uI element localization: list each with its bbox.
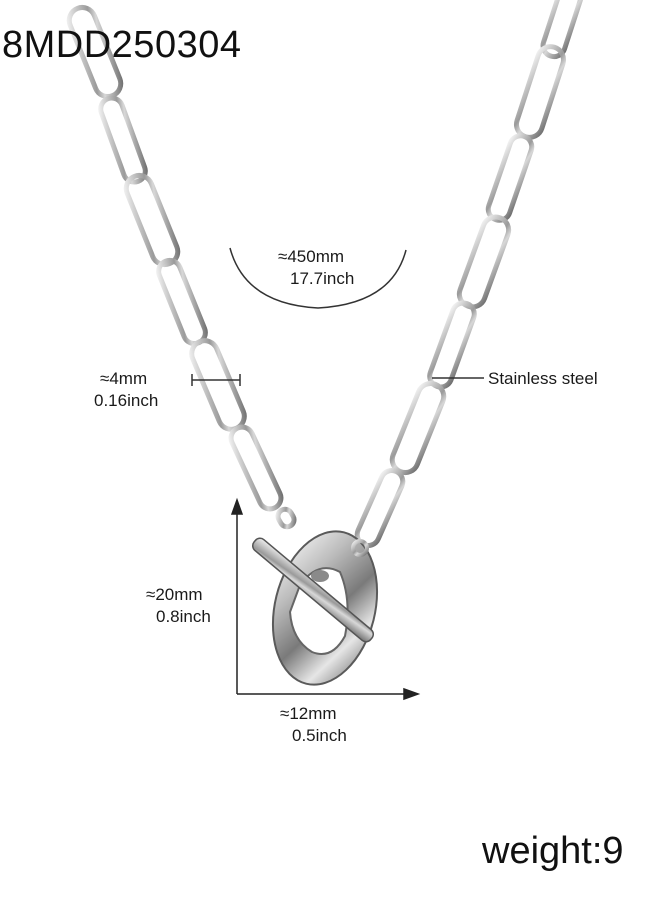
clasp-width-inch-label: 0.5inch [292,726,347,745]
chain-left [66,4,297,530]
length-mm-label: ≈450mm [278,247,345,266]
length-arc [229,247,407,309]
chain-ring [275,506,297,530]
chain-link [389,380,447,476]
chain-link [228,424,284,512]
dimension-axes [230,497,421,701]
chain-link [123,172,181,268]
chain-link [456,214,512,310]
material-label: Stainless steel [488,369,598,388]
chain-link [156,257,208,347]
chain-width-inch-label: 0.16inch [94,391,159,410]
width-marker [191,374,241,386]
chain-link [427,300,477,390]
chain-link [189,338,247,432]
chain-right [354,0,586,548]
length-inch-label: 17.7inch [290,269,355,288]
clasp-height-inch-label: 0.8inch [156,607,211,626]
weight-label: weight:9 [482,830,624,872]
chain-width-mm-label: ≈4mm [100,369,148,388]
chain-link [485,133,535,223]
clasp-width-mm-label: ≈12mm [280,704,337,723]
toggle-clasp [251,530,379,686]
product-sku: 8MDD250304 [2,24,242,66]
chain-link [540,0,586,60]
clasp-height-mm-label: ≈20mm [146,585,203,604]
chain-link [98,95,148,185]
chain-link [354,468,406,548]
